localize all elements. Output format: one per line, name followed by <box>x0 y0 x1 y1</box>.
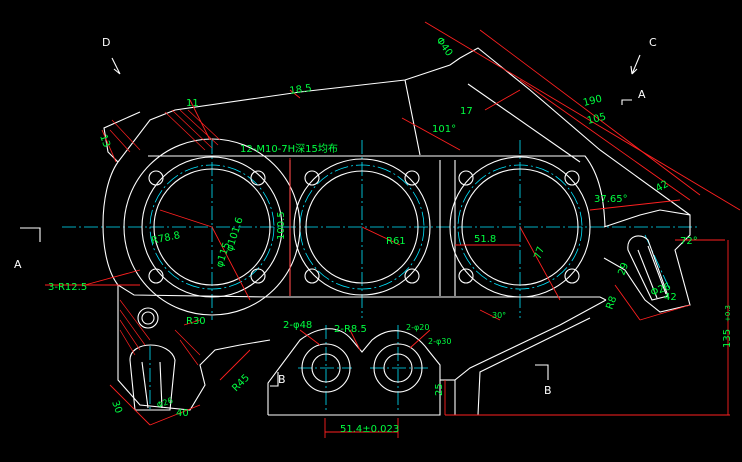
dim-17: 17 <box>460 106 473 117</box>
dim-135: 135 <box>722 329 733 348</box>
view-label-d: D <box>102 36 110 49</box>
dim-51-4: 51.4±0.023 <box>340 424 399 435</box>
dim-40-left: 40 <box>176 408 189 419</box>
dim-190: 190 <box>582 94 603 109</box>
dim-135-tolerance: +0.3 <box>724 305 732 322</box>
dim-40-top: Φ40 <box>434 35 455 58</box>
section-mark-b-right <box>535 364 549 380</box>
view-markers: D C A A B B <box>14 36 657 397</box>
dim-r45: R45 <box>230 372 252 394</box>
dim-2-dia48: 2-φ48 <box>283 320 312 331</box>
dim-3-r12-5: 3-R12.5 <box>48 282 87 293</box>
dim-r61: R61 <box>386 236 406 247</box>
dim-29: 29 <box>616 261 631 277</box>
dim-105: 105 <box>586 112 607 127</box>
dimension-lines <box>45 21 741 438</box>
dim-42-right: 42 <box>664 292 677 303</box>
bolt-holes <box>148 170 580 284</box>
dim-2-dia30: 2-φ30 <box>428 337 451 346</box>
dim-2-r8-5: 2-R8.5 <box>334 324 367 335</box>
dim-11: 11 <box>186 98 199 109</box>
section-hatching <box>109 109 221 366</box>
section-label-a-right: A <box>638 88 646 101</box>
section-label-a-left: A <box>14 258 22 271</box>
dim-r30: R30 <box>186 316 206 327</box>
view-arrow-c-icon <box>630 54 641 75</box>
dim-r78-8: R78.8 <box>150 230 181 247</box>
dim-30-deg: 30° <box>492 311 506 320</box>
dim-r8: R8 <box>604 295 619 311</box>
section-label-b-left: B <box>278 373 286 386</box>
dim-77: 77 <box>532 245 547 261</box>
dim-51-8: 51.8 <box>474 234 496 245</box>
section-mark-a-left <box>20 227 41 242</box>
dim-13: 13 <box>97 133 112 149</box>
dim-101-deg: 101° <box>432 124 456 135</box>
section-label-b-right: B <box>544 384 552 397</box>
view-label-c: C <box>649 36 657 49</box>
dim-100-5: 100.5 <box>276 211 287 240</box>
centerlines <box>62 140 700 412</box>
thread-note: 12-M10-7H深15均布 <box>240 143 338 155</box>
section-mark-b-left <box>270 372 279 387</box>
dim-dia115: φ115 <box>214 241 232 269</box>
part-outline <box>102 47 691 416</box>
dim-25: 25 <box>434 383 445 396</box>
dim-30-left: 30 <box>109 399 124 415</box>
view-arrow-d-icon <box>111 57 121 75</box>
dim-37-65-deg: 37.65° <box>594 194 628 205</box>
dimension-labels: 12-M10-7H深15均布 R78.8 φ101.6 φ115 100.5 R… <box>48 35 733 435</box>
dim-42-top: 42 <box>654 179 671 195</box>
dim-72-deg: 72° <box>680 236 698 247</box>
section-mark-a-right <box>621 99 632 105</box>
dim-18-5: 18.5 <box>289 83 313 97</box>
dim-2-dia20: 2-φ20 <box>406 323 429 332</box>
